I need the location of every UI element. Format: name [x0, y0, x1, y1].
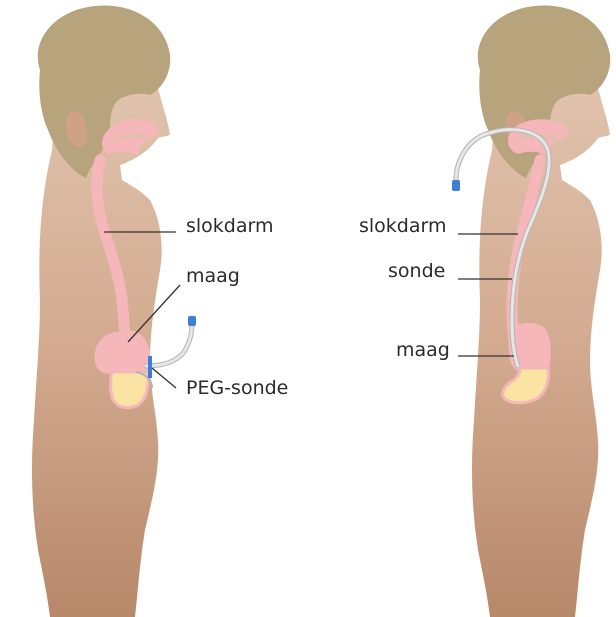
left-label-peg-tube: PEG-sonde [186, 377, 288, 399]
right-label-stomach: maag [396, 339, 450, 361]
left-peg-leader [152, 368, 176, 388]
left-peg-connector-icon [188, 316, 196, 326]
figure-left-peg: slokdarm maag PEG-sonde [32, 5, 288, 617]
left-peg-clamp [148, 356, 152, 378]
figure-right-nasogastric: slokdarm sonde maag [359, 5, 610, 617]
left-peg-tube [146, 322, 192, 366]
left-label-stomach: maag [186, 265, 240, 287]
left-peg-tube-inner [146, 322, 192, 366]
left-label-esophagus: slokdarm [186, 215, 274, 237]
right-label-tube: sonde [388, 260, 445, 282]
left-stomach-contents [111, 372, 149, 408]
right-label-esophagus: slokdarm [359, 215, 447, 237]
right-ng-connector-icon [452, 180, 460, 191]
